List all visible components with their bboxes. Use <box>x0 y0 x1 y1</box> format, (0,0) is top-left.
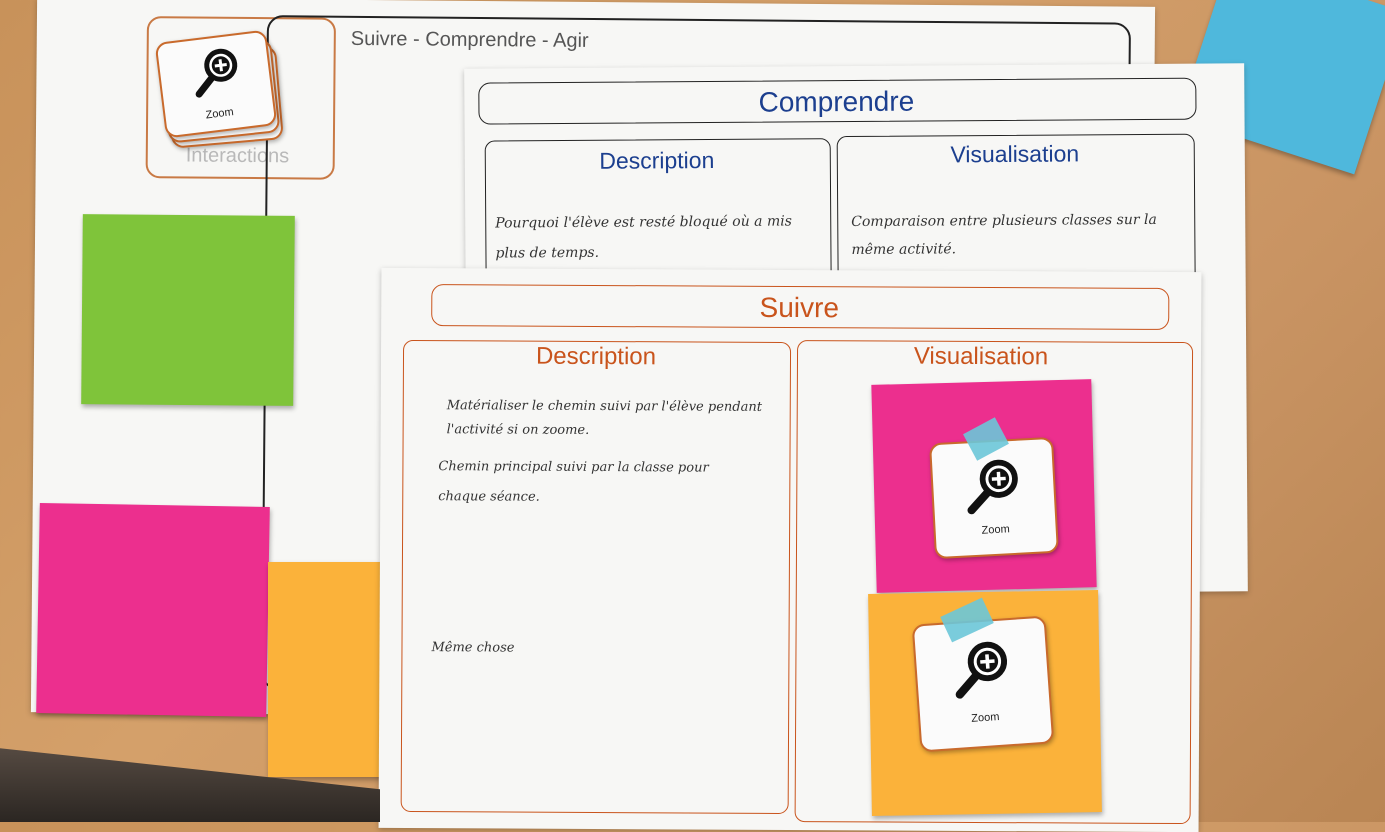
green-sticky-pad[interactable] <box>81 214 295 406</box>
zoom-magnifier-icon <box>195 48 238 98</box>
suivre-title: Suivre <box>759 291 840 324</box>
suivre-visualisation-header: Visualisation <box>913 342 1049 371</box>
zoom-card[interactable]: Zoom <box>154 29 278 139</box>
comprendre-title: Comprendre <box>758 85 915 118</box>
zoom-label: Zoom <box>970 710 1000 725</box>
comprendre-visualisation-note: Comparaison entre plusieurs classes sur … <box>851 211 1157 259</box>
comprendre-description-note: Pourquoi l'élève est resté bloqué où a m… <box>495 213 792 262</box>
suivre-description-note-2: Chemin principal suivi par la classe pou… <box>438 459 709 505</box>
suivre-description-note-3: Même chose <box>431 640 515 656</box>
comprendre-description-header: Description <box>599 146 715 174</box>
visualisation-zoom-card-1[interactable]: Zoom <box>929 436 1059 560</box>
board-header-label: Suivre - Comprendre - Agir <box>350 27 589 52</box>
zoom-label: Zoom <box>981 523 1011 537</box>
comprendre-visualisation-header: Visualisation <box>950 140 1080 168</box>
suivre-description-note-1: Matérialiser le chemin suivi par l'élève… <box>446 398 763 438</box>
zoom-magnifier-icon <box>967 459 1018 515</box>
zoom-magnifier-icon <box>955 641 1008 699</box>
visualisation-zoom-card-2[interactable]: Zoom <box>911 615 1055 753</box>
suivre-description-header: Description <box>535 342 657 371</box>
zoom-label: Zoom <box>204 106 235 122</box>
zoom-card-stack[interactable]: Zoom <box>154 29 285 149</box>
pink-sticky-pad[interactable] <box>36 503 270 717</box>
